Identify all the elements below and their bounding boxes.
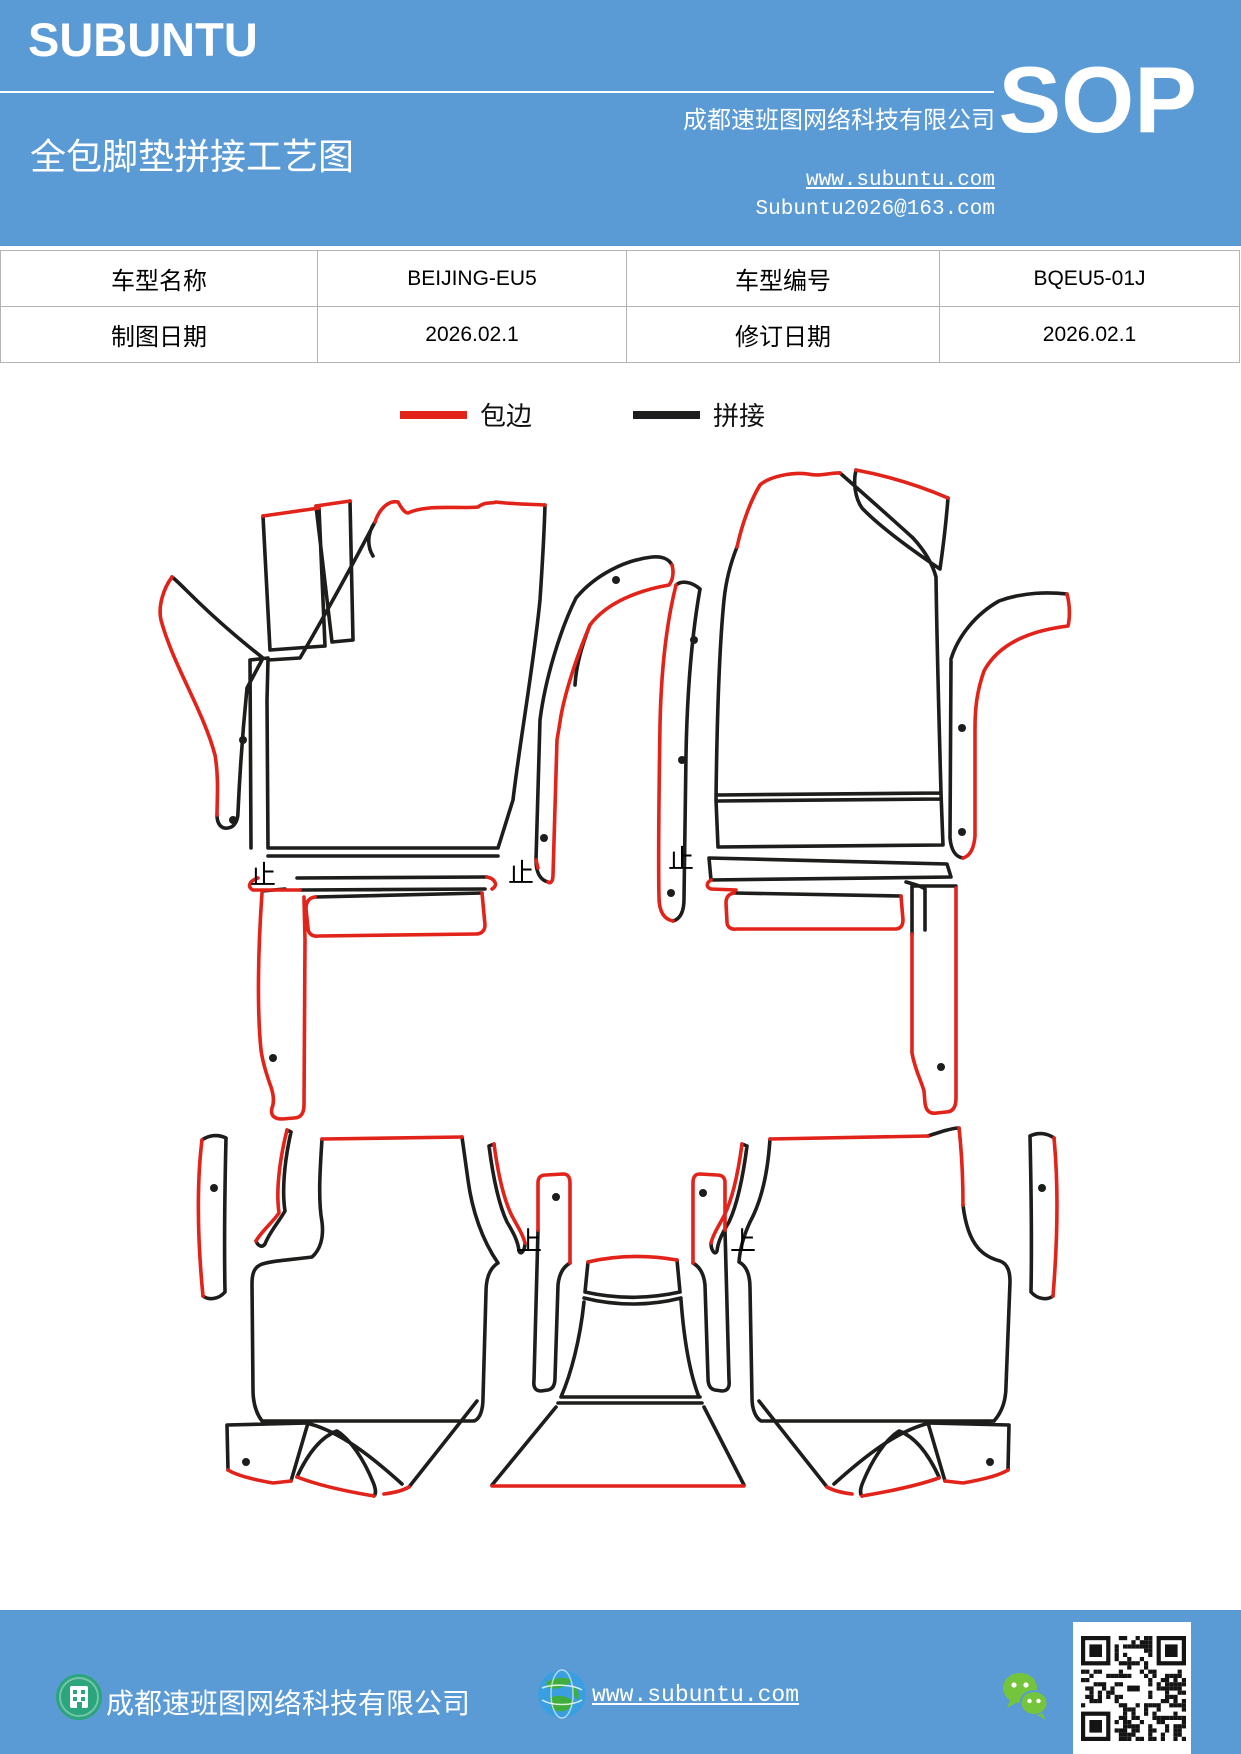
position-dot <box>1038 1184 1046 1192</box>
stop-mark: 止 <box>250 861 276 890</box>
brand-logo: SUBUNTU <box>28 13 258 66</box>
position-dot <box>540 834 548 842</box>
qr-code <box>1073 1622 1191 1754</box>
legend-splice-swatch <box>633 410 700 419</box>
stop-mark: 止 <box>508 859 534 888</box>
position-dot <box>229 816 237 824</box>
position-dot <box>958 724 966 732</box>
page-title: 全包脚垫拼接工艺图 <box>30 137 355 177</box>
position-dot <box>690 636 698 644</box>
position-dot <box>937 1063 945 1071</box>
footer-website-link[interactable]: www.subuntu.com <box>592 1682 800 1708</box>
front-left-mat-red-binding <box>158 499 675 1121</box>
table-cell-label: 车型名称 <box>1 251 318 307</box>
legend-item-splice: 拼接 <box>633 396 765 433</box>
position-dot <box>239 736 247 744</box>
table-cell-label: 制图日期 <box>1 307 318 363</box>
rear-mat-red-binding <box>196 1126 1059 1498</box>
wechat-icon <box>1003 1673 1049 1720</box>
front-left-mat-group: 止 止 <box>158 499 675 1121</box>
header-contact-block: 成都速班图网络科技有限公司 www.subuntu.com Subuntu202… <box>683 100 995 221</box>
email-address: Subuntu2026@163.com <box>755 198 995 221</box>
legend: 包边 拼接 <box>0 396 1241 433</box>
front-right-mat-red-binding <box>656 468 1072 1116</box>
footer-company-name: 成都速班图网络科技有限公司 <box>106 1689 471 1720</box>
position-dot <box>667 889 675 897</box>
position-dot <box>269 1054 277 1062</box>
table-cell-value: BEIJING-EU5 <box>318 251 627 307</box>
front-left-mat-black-outline <box>170 499 674 899</box>
position-dot <box>958 828 966 836</box>
position-dot <box>699 1189 707 1197</box>
position-dot <box>552 1193 560 1201</box>
header-banner: SUBUNTU 全包脚垫拼接工艺图 成都速班图网络科技有限公司 www.subu… <box>0 0 1241 246</box>
position-dot <box>210 1184 218 1192</box>
position-dot <box>612 576 620 584</box>
rear-mat-black-outline <box>200 1126 1056 1498</box>
legend-splice-label: 拼接 <box>713 402 766 431</box>
front-right-mat-black-outline <box>671 468 1069 936</box>
rear-mat-group: 上 上 <box>196 1126 1059 1498</box>
up-mark: 上 <box>730 1227 756 1256</box>
company-building-icon <box>56 1674 102 1720</box>
up-mark: 上 <box>516 1227 542 1256</box>
sop-label: SOP <box>998 47 1197 152</box>
legend-item-binding: 包边 <box>400 396 532 433</box>
stop-mark: 止 <box>668 845 694 874</box>
table-cell-value: 2026.02.1 <box>318 307 627 363</box>
position-dot <box>678 756 686 764</box>
table-cell-label: 车型编号 <box>627 251 940 307</box>
position-dot <box>986 1458 994 1466</box>
table-cell-label: 修订日期 <box>627 307 940 363</box>
table-cell-value: 2026.02.1 <box>940 307 1240 363</box>
floor-mat-pattern-drawing: 止 止 止 上 上 <box>158 468 1072 1498</box>
header-divider <box>0 91 994 93</box>
globe-icon <box>538 1669 586 1719</box>
company-name: 成都速班图网络科技有限公司 <box>683 108 995 134</box>
position-dot <box>242 1458 250 1466</box>
legend-binding-label: 包边 <box>480 402 533 431</box>
table-cell-value: BQEU5-01J <box>940 251 1240 307</box>
legend-binding-swatch <box>400 410 467 419</box>
website-link[interactable]: www.subuntu.com <box>805 169 995 192</box>
qr-code-pattern <box>1081 1636 1186 1741</box>
front-right-mat-group: 止 <box>656 468 1072 1116</box>
vehicle-info-table: 车型名称 BEIJING-EU5 车型编号 BQEU5-01J 制图日期 202… <box>0 250 1240 363</box>
